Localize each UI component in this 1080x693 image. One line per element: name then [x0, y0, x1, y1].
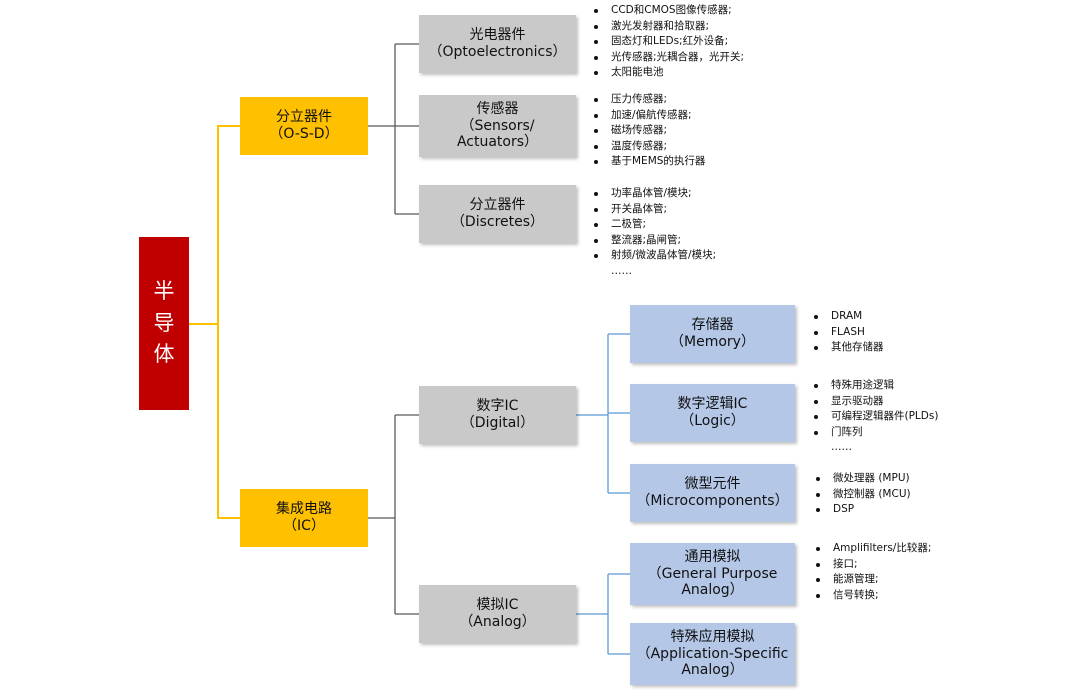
list-optoelectronics: CCD和CMOS图像传感器; 激光发射器和拾取器; 固态灯和LEDs;红外设备;… [590, 3, 744, 81]
node-discretes-subtitle: （Discretes） [450, 214, 545, 230]
node-microcomponents-title: 微型元件 [684, 476, 741, 493]
list-memory: DRAM FLASH 其他存储器 [810, 309, 884, 356]
list-sensors: 压力传感器; 加速/偏航传感器; 磁场传感器; 温度传感器; 基于MEMS的执行… [590, 92, 705, 170]
list-item: 门阵列 [810, 425, 938, 441]
list-item: 开关晶体管; [590, 202, 716, 218]
root-char-1: 半 [153, 279, 175, 304]
list-item: 能源管理; [812, 572, 931, 588]
node-osd: 分立器件 （O-S-D） [240, 97, 368, 155]
list-item: 射频/微波晶体管/模块; [590, 248, 716, 264]
list-item: 基于MEMS的执行器 [590, 154, 705, 170]
list-item: 激光发射器和拾取器; [590, 19, 744, 35]
list-item: FLASH [810, 325, 884, 341]
node-digital-ic-title: 数字IC [476, 398, 519, 415]
list-item: 可编程逻辑器件(PLDs) [810, 409, 938, 425]
node-memory-subtitle: （Memory） [670, 334, 755, 350]
node-microcomponents: 微型元件 （Microcomponents） [630, 464, 795, 522]
list-item: 功率晶体管/模块; [590, 186, 716, 202]
node-sensors: 传感器 （Sensors/ Actuators） [419, 95, 576, 157]
node-application-specific-analog: 特殊应用模拟 （Application-Specific Analog） [630, 623, 795, 685]
node-general-purpose-analog-title: 通用模拟 [684, 548, 741, 565]
node-osd-title: 分立器件 [276, 109, 332, 126]
node-optoelectronics-title: 光电器件 [469, 27, 526, 44]
list-ellipsis: …… [611, 264, 632, 277]
list-item: 太阳能电池 [590, 65, 744, 81]
list-item: 特殊用途逻辑 [810, 378, 938, 394]
node-sensors-subtitle-1: （Sensors/ [460, 117, 535, 134]
list-item: 显示驱动器 [810, 394, 938, 410]
node-discretes-title: 分立器件 [469, 197, 526, 214]
node-general-purpose-analog-subtitle-1: （General Purpose [647, 565, 778, 582]
list-item: 温度传感器; [590, 139, 705, 155]
list-ellipsis: …… [831, 441, 852, 454]
node-logic: 数字逻辑IC （Logic） [630, 384, 795, 442]
node-general-purpose-analog-subtitle-2: Analog） [681, 582, 744, 599]
list-item: 压力传感器; [590, 92, 705, 108]
list-item: 微处理器 (MPU) [812, 471, 911, 487]
root-char-3: 体 [153, 342, 175, 367]
list-item: 加速/偏航传感器; [590, 108, 705, 124]
list-item: 接口; [812, 557, 931, 573]
node-application-specific-analog-subtitle-1: （Application-Specific [636, 645, 789, 662]
list-general-purpose-analog: Amplifilters/比较器; 接口; 能源管理; 信号转换; [812, 541, 931, 603]
list-item: DSP [812, 502, 911, 518]
node-microcomponents-subtitle: （Microcomponents） [636, 493, 789, 509]
node-ic-title: 集成电路 [276, 501, 332, 518]
node-sensors-title: 传感器 [476, 100, 519, 117]
node-ic-subtitle: （IC） [283, 518, 325, 534]
node-application-specific-analog-subtitle-2: Analog） [681, 662, 744, 679]
node-analog-ic: 模拟IC （Analog） [419, 585, 576, 643]
node-osd-subtitle: （O-S-D） [269, 126, 339, 142]
node-discretes: 分立器件 （Discretes） [419, 185, 576, 243]
node-ic: 集成电路 （IC） [240, 489, 368, 547]
node-optoelectronics-subtitle: （Optoelectronics） [428, 44, 567, 60]
node-general-purpose-analog: 通用模拟 （General Purpose Analog） [630, 543, 795, 605]
node-memory: 存储器 （Memory） [630, 305, 795, 363]
list-item: DRAM [810, 309, 884, 325]
list-item: 信号转换; [812, 588, 931, 604]
root-char-2: 导 [153, 310, 175, 335]
list-item: 固态灯和LEDs;红外设备; [590, 34, 744, 50]
node-logic-title: 数字逻辑IC [677, 396, 748, 413]
node-memory-title: 存储器 [691, 317, 734, 334]
list-item: 微控制器 (MCU) [812, 487, 911, 503]
node-sensors-subtitle-2: Actuators） [456, 134, 539, 151]
list-item: 光传感器;光耦合器，光开关; [590, 50, 744, 66]
node-application-specific-analog-title: 特殊应用模拟 [670, 628, 755, 645]
node-analog-ic-subtitle: （Analog） [459, 614, 536, 630]
connector-root-ic [189, 323, 240, 519]
list-item: CCD和CMOS图像传感器; [590, 3, 744, 19]
list-item: 整流器;晶闸管; [590, 233, 716, 249]
node-digital-ic-subtitle: （Digital） [460, 415, 535, 431]
list-item: 其他存储器 [810, 340, 884, 356]
list-discretes: 功率晶体管/模块; 开关晶体管; 二极管; 整流器;晶闸管; 射频/微波晶体管/… [590, 186, 716, 280]
node-optoelectronics: 光电器件 （Optoelectronics） [419, 15, 576, 73]
list-item: 二极管; [590, 217, 716, 233]
list-item: Amplifilters/比较器; [812, 541, 931, 557]
connector-root-osd [189, 125, 240, 325]
node-logic-subtitle: （Logic） [680, 413, 745, 429]
node-semiconductor: 半 导 体 [139, 237, 189, 410]
list-logic: 特殊用途逻辑 显示驱动器 可编程逻辑器件(PLDs) 门阵列 …… [810, 378, 938, 456]
list-microcomponents: 微处理器 (MPU) 微控制器 (MCU) DSP [812, 471, 911, 518]
node-digital-ic: 数字IC （Digital） [419, 386, 576, 444]
node-analog-ic-title: 模拟IC [476, 597, 519, 614]
list-item: 磁场传感器; [590, 123, 705, 139]
